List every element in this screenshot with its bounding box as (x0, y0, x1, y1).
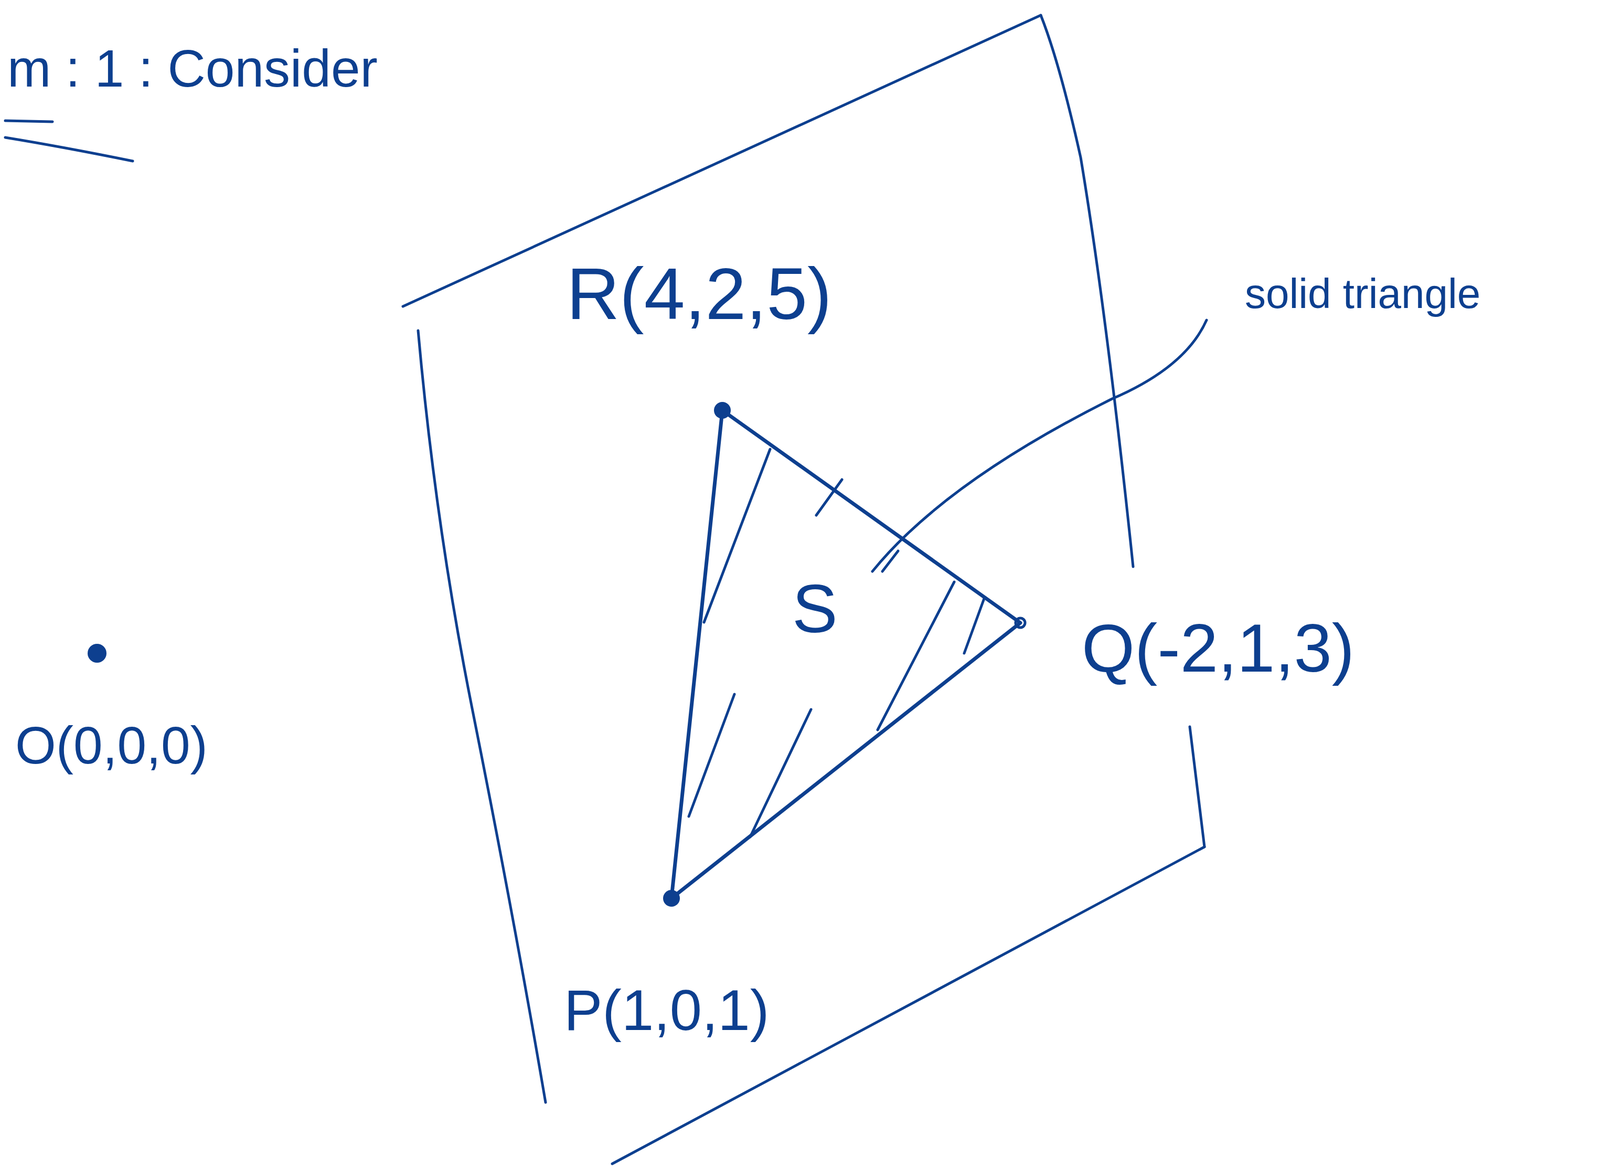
region-label: S (792, 574, 838, 643)
point-label: O(0,0,0) (15, 718, 208, 772)
plane-edge (1040, 15, 1134, 567)
callout-note: solid triangle (1244, 272, 1481, 315)
hatch-line (704, 449, 771, 623)
point-label: Q(-2,1,3) (1081, 613, 1355, 682)
underline (5, 120, 53, 122)
vertex-dot (713, 401, 731, 419)
vertex-dot (663, 889, 680, 907)
leader-line (872, 320, 1207, 572)
point-label: P(1,0,1) (563, 980, 770, 1039)
heading: m : 1 : Consider (7, 41, 378, 95)
origin-dot (87, 643, 107, 663)
point-label: R(4,2,5) (566, 257, 832, 331)
hatch-line (688, 694, 735, 817)
vertex-dot (1015, 617, 1026, 628)
plane-edge (1189, 726, 1205, 847)
underline (5, 137, 133, 162)
plane-edge (418, 330, 546, 1103)
hatch-line (882, 550, 899, 572)
hatch-line (816, 479, 842, 516)
hatch-line (877, 581, 955, 730)
hatch-line (964, 596, 985, 654)
hatch-line (750, 709, 812, 837)
